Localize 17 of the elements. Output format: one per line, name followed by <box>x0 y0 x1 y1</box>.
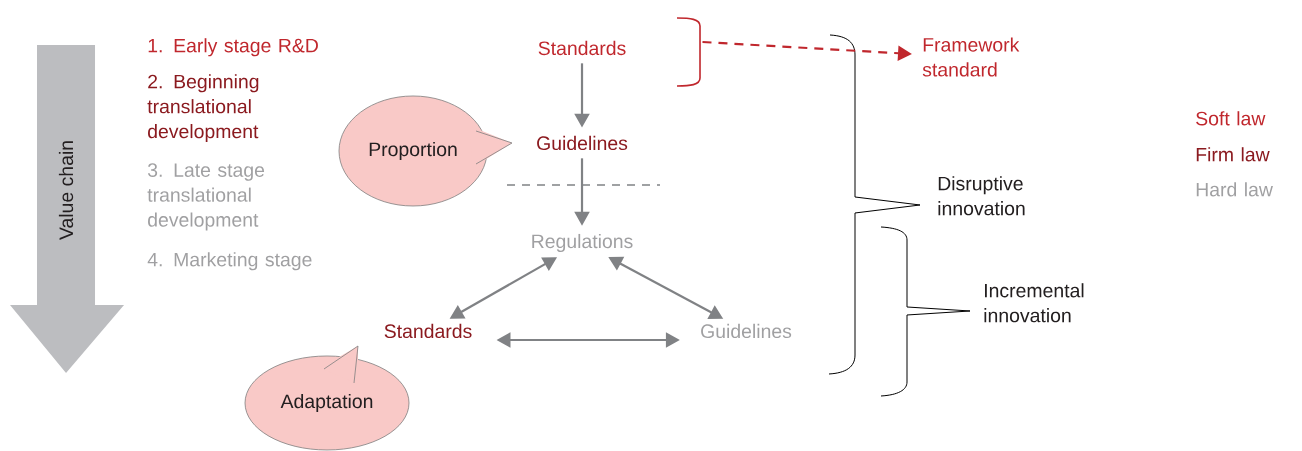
law-label: Soft law <box>1196 111 1266 126</box>
stage-label: 4. Marketing stage <box>147 252 312 271</box>
node-label: Standards <box>538 40 626 56</box>
node-label: Framework standard <box>922 37 1020 77</box>
law-label: Hard law <box>1196 182 1273 197</box>
node-label: Regulations <box>532 233 633 253</box>
speech-bubble: Adaptation <box>244 345 410 451</box>
stage-label: 2. Beginning translational development <box>147 74 259 143</box>
node-label: Standards <box>384 323 472 339</box>
speech-bubble: Proportion <box>338 95 513 207</box>
law-label: Firm law <box>1196 147 1270 162</box>
brace-label: Incremental innovation <box>984 283 1084 323</box>
brace-label: Disruptive innovation <box>938 176 1025 216</box>
node-label: Guidelines <box>537 135 628 151</box>
stage-label: 1. Early stage R&D <box>148 38 318 57</box>
stage-label: 3. Late stage translational development <box>147 163 265 231</box>
node-label: Guidelines <box>701 323 792 339</box>
